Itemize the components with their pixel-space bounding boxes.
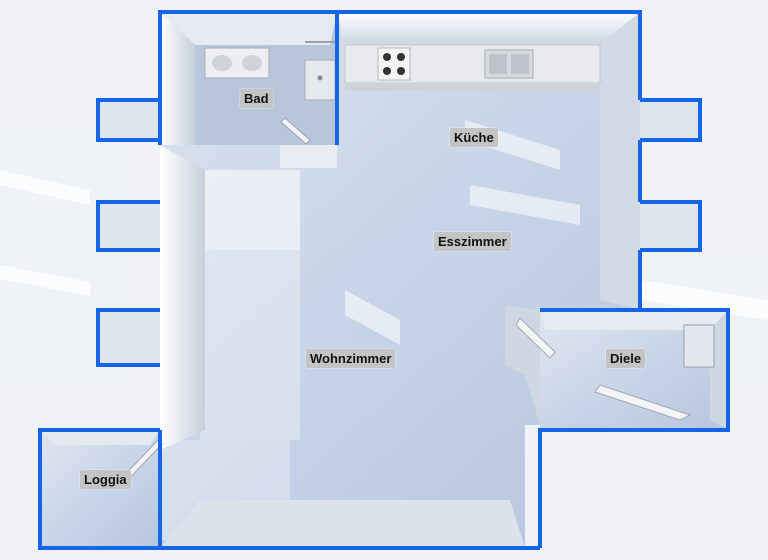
room-label-esszimmer: Esszimmer [434, 232, 511, 251]
room-label-kueche: Küche [450, 128, 498, 147]
room-label-diele: Diele [606, 349, 646, 368]
wall-outlines [38, 10, 730, 550]
stove-icon [377, 47, 411, 81]
double-washbasin-icon [204, 47, 270, 79]
kitchen-counter [344, 44, 601, 91]
sink-icon [484, 49, 534, 79]
room-label-loggia: Loggia [80, 470, 131, 489]
wall-faces [40, 12, 728, 548]
diele-door-icon [515, 317, 715, 421]
bathroom-door-icon [280, 117, 311, 145]
shower-tray-icon [304, 59, 336, 101]
room-label-bad: Bad [240, 89, 273, 108]
room-label-wohnzimmer: Wohnzimmer [306, 349, 396, 368]
bathroom-fixtures [204, 41, 336, 145]
